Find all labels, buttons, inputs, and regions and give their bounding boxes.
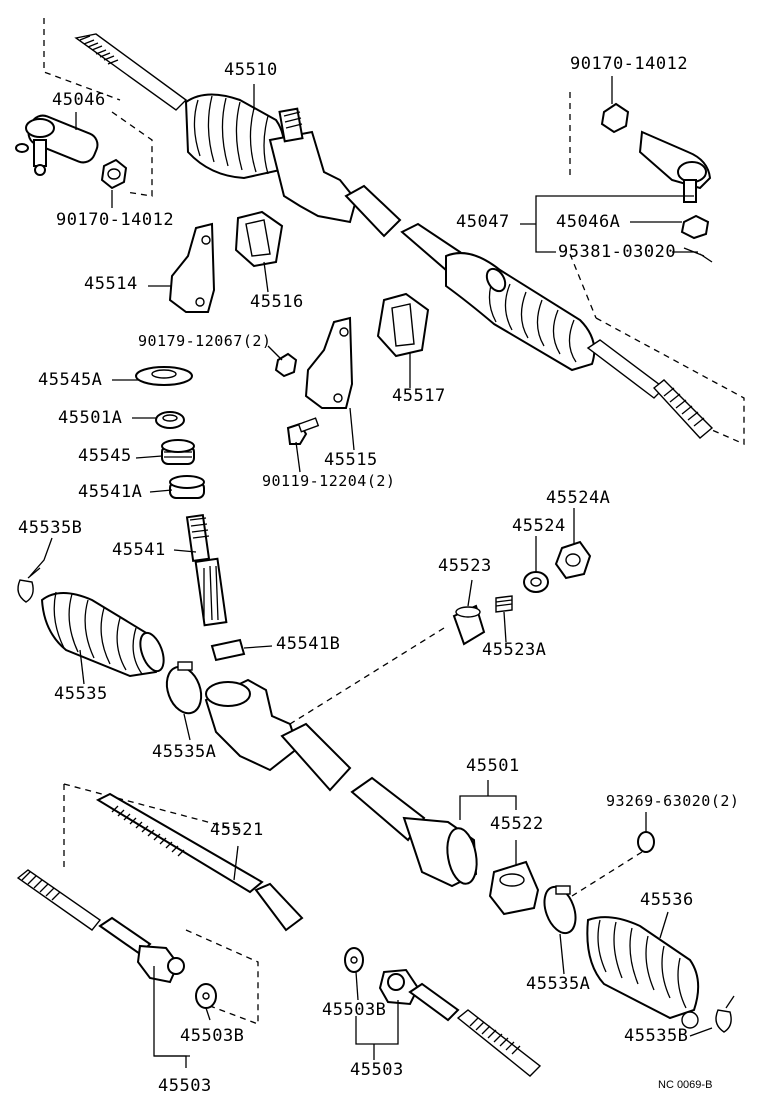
label-45524: 45524	[512, 516, 566, 536]
label-90119: 90119-12204(2)	[262, 472, 396, 490]
boot-45536	[586, 916, 700, 1029]
label-45545: 45545	[78, 446, 132, 466]
locknut-45524A	[554, 540, 592, 580]
label-45501A: 45501A	[58, 408, 123, 428]
pinion-shaft-45541	[185, 513, 228, 627]
label-45545A: 45545A	[38, 370, 103, 390]
label-45535B-right: 45535B	[624, 1026, 689, 1046]
label-45517: 45517	[392, 386, 446, 406]
label-45523A: 45523A	[482, 640, 547, 660]
bush-45522	[488, 860, 540, 916]
label-45046A: 45046A	[556, 212, 621, 232]
label-45535A-right: 45535A	[526, 974, 591, 994]
label-45503B-right: 45503B	[322, 1000, 387, 1020]
label-45516: 45516	[250, 292, 304, 312]
label-45536: 45536	[640, 890, 694, 910]
nut-left	[100, 158, 128, 190]
clip-45535B-right	[715, 995, 735, 1033]
label-93269: 93269-63020(2)	[606, 792, 740, 810]
label-45510: 45510	[224, 60, 278, 80]
label-45535B-left: 45535B	[18, 518, 83, 538]
label-45503-right: 45503	[350, 1060, 404, 1080]
seal-45545	[161, 439, 195, 465]
diagram-code: NC 0069-B	[658, 1079, 713, 1091]
label-45503B-left: 45503B	[180, 1026, 245, 1046]
bearing-45541A	[169, 475, 205, 499]
label-45541A: 45541A	[78, 482, 143, 502]
grommet-45517	[376, 292, 430, 358]
rack-bar-45521	[95, 792, 304, 932]
ring-45501A	[155, 411, 185, 429]
bolt-90119	[286, 417, 320, 445]
label-45047: 45047	[456, 212, 510, 232]
label-90179: 90179-12067(2)	[138, 332, 272, 350]
plug-45524	[523, 571, 549, 593]
label-45503-left: 45503	[158, 1076, 212, 1096]
label-90170-left: 90170-14012	[56, 210, 175, 230]
grommet-45516	[234, 210, 284, 268]
inner-tie-rod-left	[16, 869, 217, 1009]
clip-45535B-left	[17, 567, 41, 603]
tie-rod-end-left	[15, 114, 99, 176]
label-90170-right: 90170-14012	[570, 54, 689, 74]
label-45514: 45514	[84, 274, 138, 294]
inner-tie-rod-right	[344, 947, 542, 1077]
ring-45545A	[135, 366, 193, 386]
label-45523: 45523	[438, 556, 492, 576]
label-45541: 45541	[112, 540, 166, 560]
tie-rod-end-right	[600, 102, 713, 263]
clamp-45535A-right	[543, 885, 577, 935]
spring-45523A	[495, 595, 513, 613]
label-45541B: 45541B	[276, 634, 341, 654]
label-45501: 45501	[466, 756, 520, 776]
bearing-45541B	[210, 638, 246, 662]
label-45535: 45535	[54, 684, 108, 704]
rack-housing-45501	[204, 678, 478, 888]
rack-housing-top	[184, 93, 714, 439]
label-45535A-left: 45535A	[152, 742, 217, 762]
label-45521: 45521	[210, 820, 264, 840]
boot-45535	[40, 591, 165, 678]
clamp-45535A-left	[165, 661, 203, 715]
guide-45523	[452, 604, 486, 646]
label-45046: 45046	[52, 90, 106, 110]
label-95381: 95381-03020	[558, 242, 677, 262]
label-45515: 45515	[324, 450, 378, 470]
bracket-45515	[304, 316, 354, 409]
washer-93269	[637, 831, 655, 853]
bracket-45514	[168, 222, 216, 313]
left-threaded-rod	[74, 33, 188, 111]
label-45522: 45522	[490, 814, 544, 834]
label-45524A: 45524A	[546, 488, 611, 508]
